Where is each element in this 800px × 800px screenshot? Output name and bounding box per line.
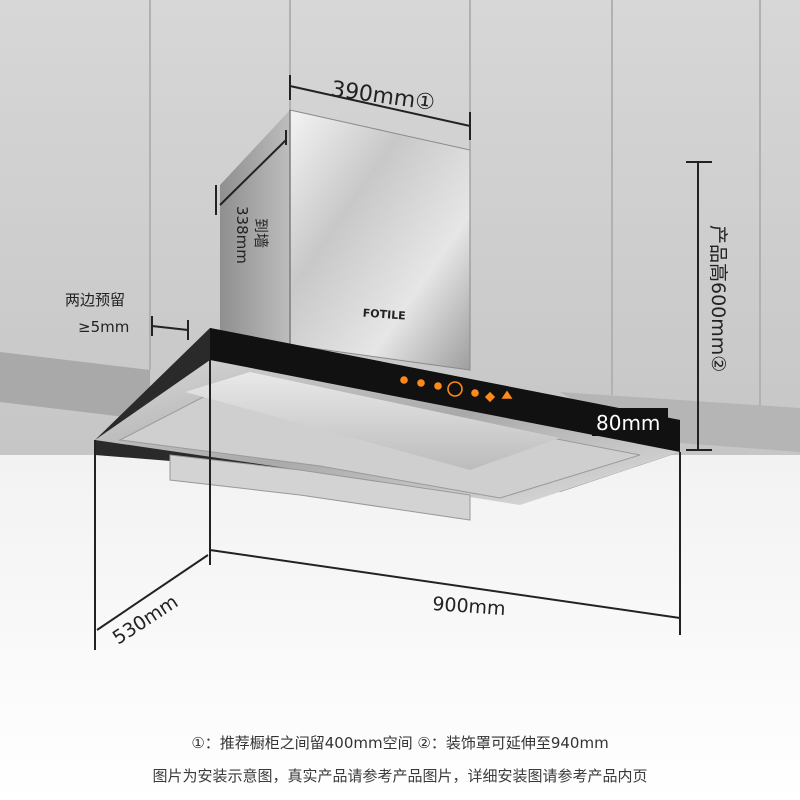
- panel-height-label: 80mm: [596, 411, 660, 435]
- width-label: 900mm: [432, 593, 507, 620]
- lower-area: [0, 455, 800, 800]
- to-wall-label-line2: 338mm: [233, 206, 251, 264]
- chimney-width-dimension: [289, 75, 471, 140]
- touch-panel: [400, 376, 513, 403]
- main-knob-icon: [447, 381, 463, 397]
- speed-low-icon: [434, 382, 442, 390]
- footnote-recommendation: ①：推荐橱柜之间留400mm空间 ②：装饰罩可延伸至940mm: [191, 734, 609, 752]
- hood-body: [95, 328, 680, 521]
- chimney: [220, 109, 471, 371]
- width-dimension: [209, 360, 681, 635]
- brand-logo: FOTILE: [362, 307, 406, 323]
- front-tray: [169, 454, 471, 521]
- glass-panel: [210, 328, 680, 452]
- panel-height-badge: [592, 408, 668, 436]
- side-gap-dimension: [151, 316, 189, 340]
- boost-icon: [501, 390, 513, 399]
- light-icon: [417, 379, 425, 387]
- footnote-disclaimer: 图片为安装示意图，真实产品请参考产品图片，详细安装图请参考产品内页: [152, 767, 648, 785]
- side-gap-label-line2: ≥5mm: [78, 318, 129, 336]
- speed-high-icon: [484, 391, 496, 403]
- to-wall-label-line1: 到墙: [252, 218, 270, 248]
- to-wall-dimension: [215, 130, 287, 215]
- left-cabinet-bottom: [0, 352, 150, 420]
- timer-icon: [471, 389, 479, 397]
- product-height-label: 产品高600mm②: [707, 225, 729, 372]
- product-height-dimension: [686, 161, 712, 451]
- depth-dimension: [94, 440, 209, 650]
- filter-screen: [185, 372, 560, 470]
- side-gap-label-line1: 两边预留: [65, 291, 125, 309]
- power-icon: [400, 376, 408, 384]
